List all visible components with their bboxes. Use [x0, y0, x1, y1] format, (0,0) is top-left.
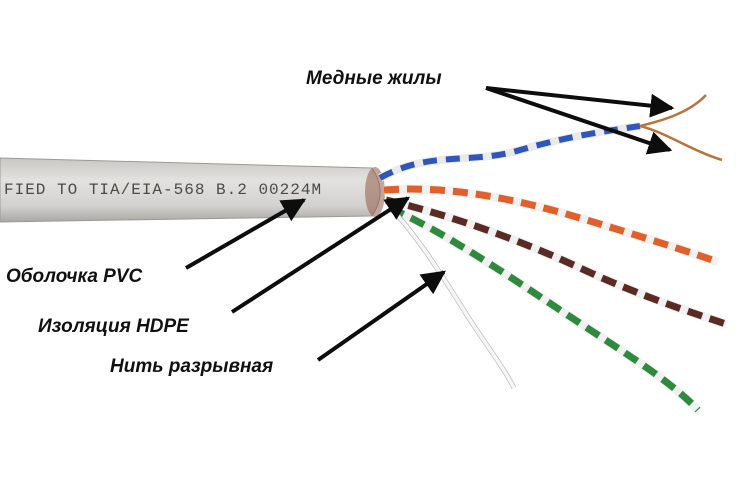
ripcord-thread [394, 212, 517, 390]
jacket-print-text: FIED TO TIA/EIA-568 B.2 00224M [4, 181, 322, 199]
ripcord-arrow [316, 270, 446, 362]
label-pvc-jacket: Оболочка PVC [6, 266, 143, 287]
jacket-arrow [185, 198, 307, 270]
label-ripcord: Нить разрывная [110, 356, 273, 377]
copper-arrow-lower [485, 86, 673, 155]
orange-twisted-pair [383, 184, 720, 267]
annotation-arrows [185, 86, 675, 362]
copper-arrow-upper [485, 86, 675, 118]
insulation-arrow [230, 196, 411, 314]
blue-twisted-pair [378, 94, 723, 182]
green-twisted-pair [388, 203, 702, 414]
label-copper-conductors: Медные жилы [306, 68, 442, 89]
brown-twisted-pair [384, 195, 728, 329]
cable-jacket: FIED TO TIA/EIA-568 B.2 00224M [0, 157, 385, 223]
label-hdpe-insulation: Изоляция HDPE [38, 316, 190, 337]
